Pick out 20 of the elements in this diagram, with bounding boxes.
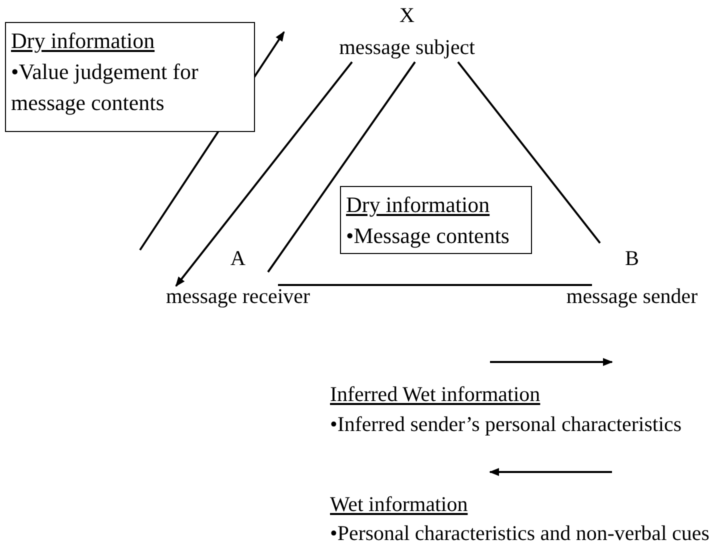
box-heading: Dry information (346, 191, 491, 219)
connector-line (457, 61, 601, 244)
section-heading: Wet information (330, 492, 468, 516)
bullet-text: •Message contents (346, 222, 510, 250)
bullet-text: •Personal characteristics and non-verbal cues (330, 521, 710, 545)
section-heading: Inferred Wet information (330, 382, 540, 406)
vertex-letter: A (229, 245, 247, 272)
text-box (5, 22, 255, 132)
connector-line (278, 284, 592, 286)
bullet-text: •Value judgement for message contents (11, 58, 200, 117)
vertex-name: message subject (338, 34, 476, 61)
arrow (175, 61, 353, 287)
vertex-letter: X (398, 2, 416, 29)
bullet-text: •Inferred sender’s personal characteristics (330, 412, 682, 436)
text-box (340, 186, 532, 254)
vertex-name: message receiver (165, 283, 311, 310)
connector-line (267, 61, 416, 273)
vertex-letter: B (624, 245, 640, 272)
vertex-name: message sender (565, 283, 699, 310)
box-heading: Dry information (11, 27, 156, 55)
